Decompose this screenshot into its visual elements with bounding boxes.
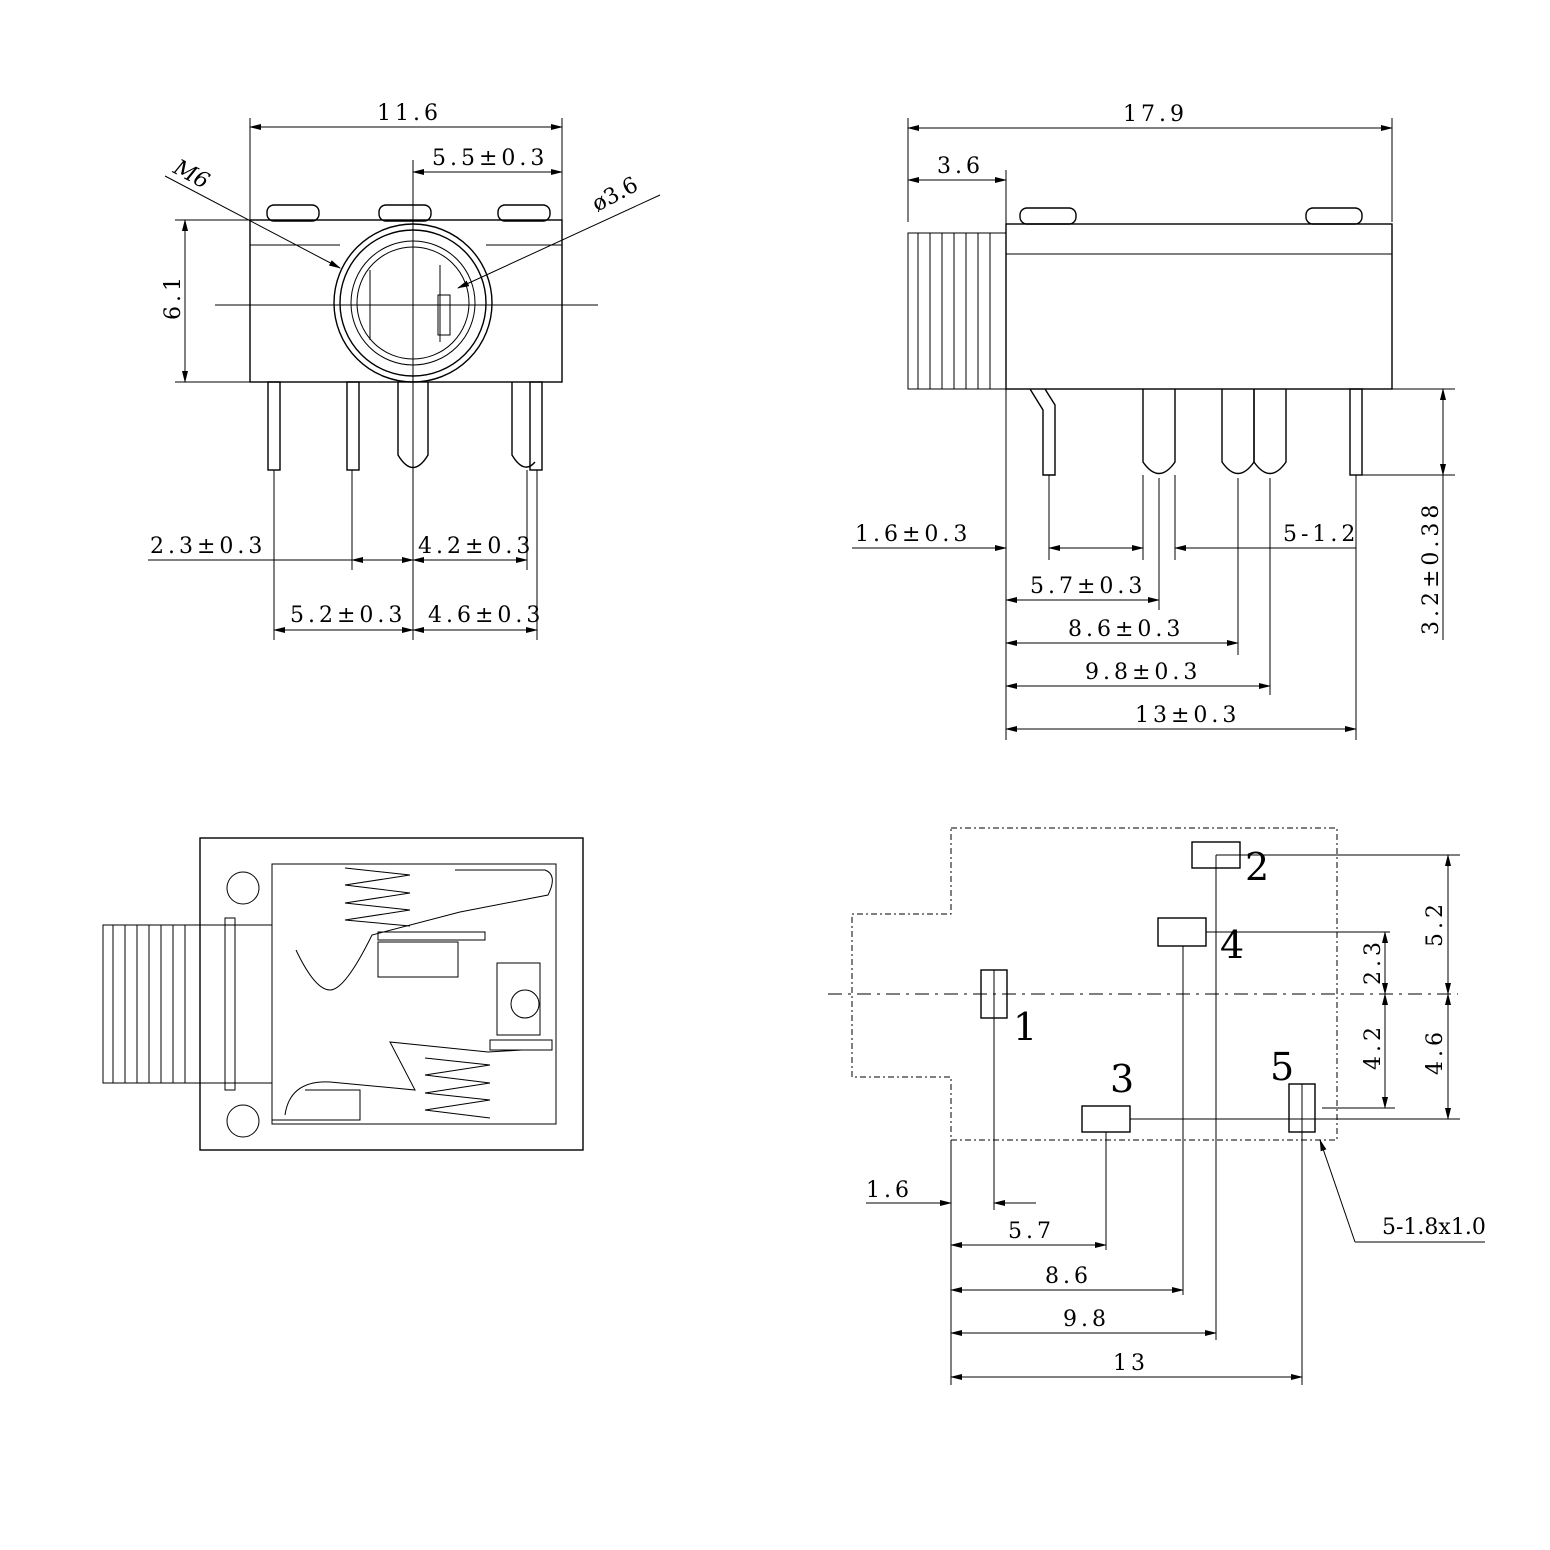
side-thread-len-label: 3.6: [937, 154, 984, 179]
fp-d2-label: 2.3: [1361, 938, 1386, 985]
top-view: [102, 837, 584, 1151]
front-width-label: 11.6: [377, 101, 442, 126]
fp-d4-label: 4.6: [1423, 1028, 1448, 1075]
front-thread-label: M6: [168, 155, 213, 195]
fp-pad-size-label: 5-1.8x1.0: [1382, 1215, 1486, 1240]
front-pin-a-label: 2.3±0.3: [150, 534, 266, 559]
front-height-label: 6.1: [161, 273, 186, 320]
front-bore-label: ø3.6: [588, 173, 642, 218]
front-pin-c-label: 5.2±0.3: [290, 603, 406, 628]
pad-2-label: 2: [1245, 845, 1269, 889]
side-length-label: 17.9: [1123, 102, 1188, 127]
fp-d3-label: 4.2: [1361, 1023, 1386, 1070]
front-pin-b-label: 4.2±0.3: [418, 534, 534, 559]
fp-x1-label: 5.7: [1008, 1219, 1055, 1244]
side-view: 17.9 3.6 1.6±0.3 5-1.2 5.7±0.3 8.6±0.3 9…: [852, 102, 1455, 740]
side-pin3-label: 9.8±0.3: [1085, 660, 1201, 685]
front-pin-d-label: 4.6±0.3: [428, 603, 544, 628]
fp-x2-label: 8.6: [1045, 1264, 1092, 1289]
fp-x3-label: 9.8: [1063, 1307, 1110, 1332]
pad-1-label: 1: [1013, 1005, 1037, 1049]
side-pin-len-label: 3.2±0.38: [1419, 501, 1444, 635]
fp-d1-label: 5.2: [1423, 900, 1448, 947]
side-pin2-label: 8.6±0.3: [1068, 617, 1184, 642]
side-pin4-label: 13±0.3: [1135, 703, 1240, 728]
pcb-footprint: 1 2 3 4 5 5.2 2.3 4.2 4.6 1.6 5.7 8.6 9.…: [828, 827, 1486, 1385]
front-offset-label: 5.5±0.3: [432, 146, 548, 171]
side-pin1-label: 5.7±0.3: [1030, 574, 1146, 599]
pad-3-label: 3: [1110, 1057, 1134, 1101]
pad-4-label: 4: [1220, 923, 1244, 967]
side-pin-width-label: 5-1.2: [1283, 522, 1359, 547]
fp-offset-label: 1.6: [866, 1178, 913, 1203]
pad-5-label: 5: [1270, 1045, 1294, 1089]
fp-x4-label: 13: [1113, 1351, 1149, 1376]
side-pin-thickness-label: 1.6±0.3: [855, 522, 971, 547]
side-thread: [907, 232, 1007, 390]
top-thread: [102, 924, 201, 1084]
front-view: 11.6 5.5±0.3 M6 ø3.6 6.1 2.3±0.3 4.2±0.3…: [148, 101, 661, 640]
